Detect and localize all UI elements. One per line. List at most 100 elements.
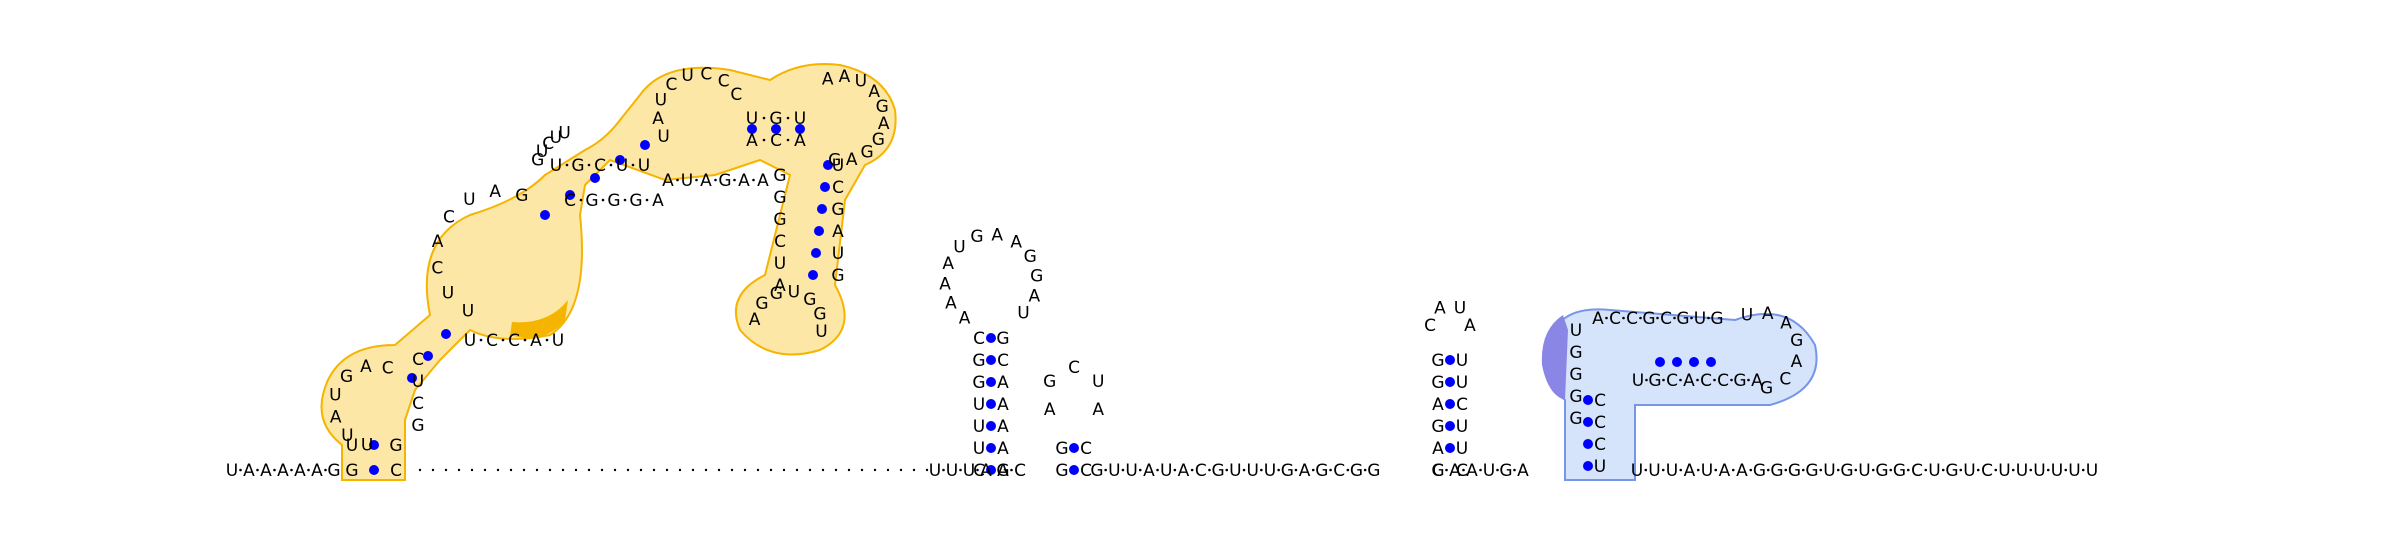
h3-loop: A [1044, 400, 1056, 420]
h5-loop: A [1791, 352, 1803, 372]
h5-top-strand: A [1592, 309, 1604, 329]
sw-helix-right-a: G [773, 188, 786, 208]
backbone-link [1445, 468, 1448, 472]
nucleotide-3prime: A [1736, 461, 1748, 481]
h5-top-strand: U [1694, 309, 1706, 329]
base-pair-dot [1672, 357, 1682, 367]
base-pair-dot [369, 465, 379, 475]
base-pair-dot [540, 210, 550, 220]
sw-loop-right: A [868, 82, 880, 102]
backbone-link [2081, 468, 2085, 472]
base-pair-dot [441, 329, 451, 339]
sw-pair-top: U [746, 109, 758, 129]
nucleotide-3prime: U [1701, 461, 1713, 481]
h5-bottom-strand: G [1733, 371, 1746, 391]
sw-stem: G [345, 461, 358, 481]
nucleotide-3prime: U [2051, 461, 2063, 481]
base-pair-dot [1445, 377, 1455, 387]
nucleotide-linker: G [1350, 461, 1363, 481]
h2-stem-left: U [973, 439, 985, 459]
sw-pair-bottom: C [770, 131, 782, 151]
backbone-link [1156, 468, 1159, 472]
base-pair-dot [369, 440, 379, 450]
h4-stem-left: G [1431, 461, 1444, 481]
base-pair-dot [1583, 417, 1593, 427]
base-pair-dot [1583, 461, 1593, 471]
nucleotide-3prime: U [1998, 461, 2010, 481]
sw-helix-upper: U [550, 156, 562, 176]
nucleotide-linker: G [1090, 461, 1103, 481]
base-pair-dot [1583, 439, 1593, 449]
backbone-link [1662, 378, 1665, 382]
nucleotide-linker: G [1281, 461, 1294, 481]
h5-stem-right: U [1594, 457, 1606, 477]
h2-loop: U [953, 237, 965, 257]
sw-helix-upper: U [638, 156, 650, 176]
sw-stem-mid: G [411, 416, 424, 436]
sw-loop-top: C [665, 75, 677, 95]
nucleotide-3prime: A [1684, 461, 1696, 481]
h5-bottom-strand: A [1751, 371, 1763, 391]
base-pair-dot [747, 124, 757, 134]
backbone-link [1138, 468, 1142, 472]
backbone-link [1661, 468, 1665, 472]
nucleotide-3prime: U [1631, 461, 1643, 481]
sw-loop-bottom: A [749, 310, 761, 330]
backbone-link [1730, 378, 1733, 382]
nucleotide-3prime: U [1928, 461, 1940, 481]
sw-loop-top: C [700, 64, 712, 84]
h2-stem-left: U [973, 395, 985, 415]
sw-loop-right: A [878, 114, 890, 134]
h2-stem-left: G [972, 351, 985, 371]
nucleotide-3prime: G [1945, 461, 1958, 481]
nucleotide-linker: U [1125, 461, 1137, 481]
backbone-link [483, 468, 487, 472]
h5-top-strand: G [1642, 309, 1655, 329]
backbone-link [290, 468, 293, 472]
backbone-link [1260, 468, 1263, 472]
sw-loop-left: U [361, 435, 373, 455]
backbone-link [548, 468, 552, 472]
backbone-link [752, 178, 755, 182]
backbone-link [509, 468, 513, 472]
backbone-link [678, 468, 682, 472]
h4-loop: A [1464, 316, 1476, 336]
h2-stem-left: G [972, 373, 985, 393]
backbone-link [273, 468, 276, 472]
nucleotide-3prime: U [1666, 461, 1678, 481]
h3-stem-right: C [1080, 439, 1092, 459]
sw-loop-right: G [828, 150, 841, 170]
h5-loop: G [1790, 331, 1803, 351]
backbone-link [1656, 316, 1659, 320]
sw-linker: A [662, 171, 674, 191]
base-pair-dot [808, 270, 818, 280]
sw-helix-a: C [542, 134, 554, 154]
backbone-link [239, 468, 242, 472]
sw-pair-top: U [794, 109, 806, 129]
sw-loop-bottom: G [755, 294, 768, 314]
h5-bottom-strand: C [1717, 371, 1729, 391]
backbone-link [808, 468, 812, 472]
backbone-link [601, 198, 605, 202]
backbone-link [1673, 316, 1676, 320]
nucleotide-3prime: G [1893, 461, 1906, 481]
h2-stem-right: G [996, 461, 1009, 481]
sw-helix-right-a: G [773, 166, 786, 186]
base-pair-dot [1069, 465, 1079, 475]
backbone-link [2011, 468, 2015, 472]
sw-loop-bottom: G [813, 304, 826, 324]
nucleotide-5prime: G [327, 461, 340, 481]
backbone-link [834, 468, 838, 472]
backbone-link [1959, 468, 1963, 472]
h4-stem-left: G [1431, 351, 1444, 371]
base-pair-dot [590, 173, 600, 183]
h5-bottom-strand: U [1632, 371, 1644, 391]
backbone-link [782, 468, 786, 472]
backbone-link [762, 116, 766, 120]
h5-stem-left: G [1569, 343, 1582, 363]
backbone-link [2064, 468, 2068, 472]
nucleotide-linker: U [1108, 461, 1120, 481]
backbone-link [1225, 468, 1229, 472]
backbone-link [1801, 468, 1805, 472]
backbone-link [1639, 316, 1642, 320]
